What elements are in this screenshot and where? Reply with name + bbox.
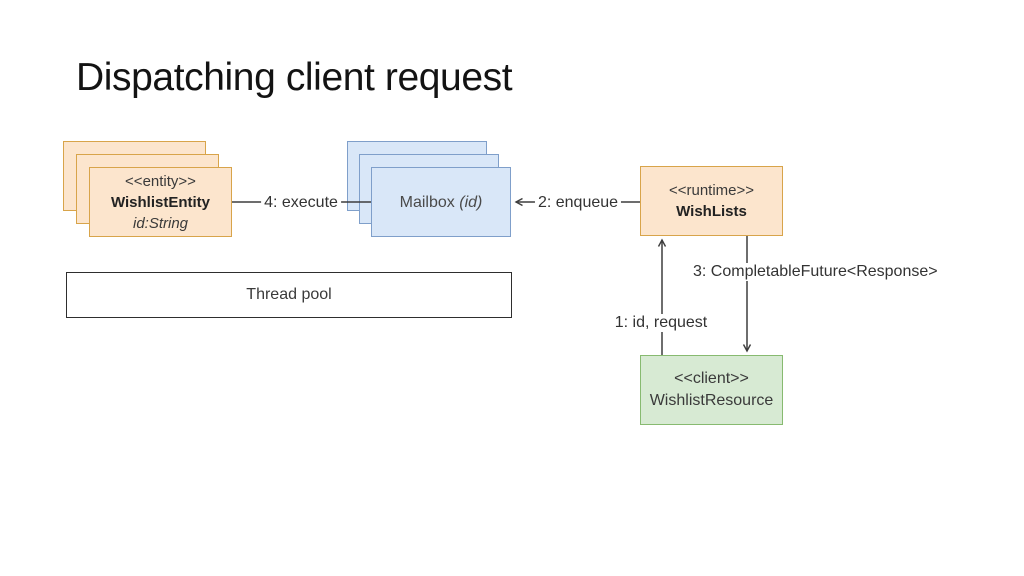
enqueue-edge-label: 2: enqueue [534,194,622,212]
client-box: <<client>> WishlistResource [640,355,783,425]
client-name: WishlistResource [649,392,774,409]
runtime-name: WishLists [676,203,747,220]
client-stereotype: <<client>> [674,370,749,387]
mailbox-label: Mailbox (id) [400,192,483,213]
runtime-box: <<runtime>> WishLists [640,166,783,236]
request-edge-label: 1: id, request [611,314,711,332]
mailbox-box: Mailbox (id) [371,167,511,237]
entity-stereotype: <<entity>> [125,172,196,190]
thread-pool-label: Thread pool [246,286,332,303]
runtime-stereotype: <<runtime>> [668,182,755,199]
mailbox-name: Mailbox [399,193,455,211]
execute-edge-label: 4: execute [261,194,341,212]
mailbox-param: (id) [459,193,483,211]
future-edge-label: 3: CompletableFuture<Response> [690,263,941,281]
page-title: Dispatching client request [76,56,513,99]
entity-name: WishlistEntity [110,193,211,211]
entity-box: <<entity>> WishlistEntity id:String [89,167,232,237]
entity-attribute: id:String [132,214,189,232]
thread-pool-box: Thread pool [66,272,512,318]
